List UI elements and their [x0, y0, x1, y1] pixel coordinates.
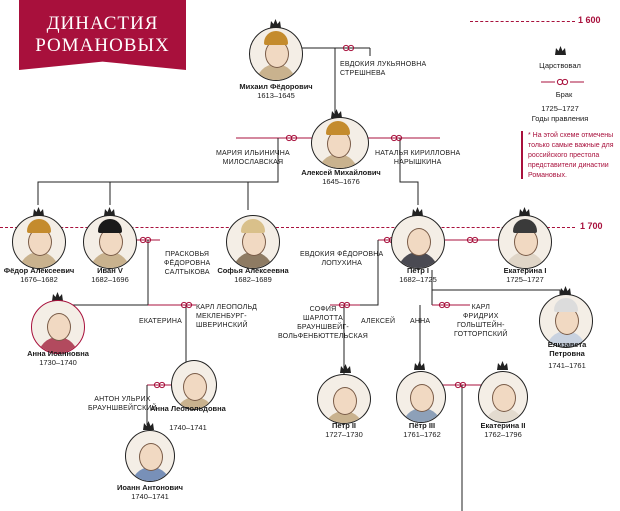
portrait-fyodor — [12, 215, 66, 269]
crown-icon — [496, 360, 509, 372]
crown-icon — [51, 291, 64, 303]
portrait-ivan5 — [83, 215, 137, 269]
spouse-karl-friedrich: Карл Фридрих Гольштейн- Готторпский — [454, 304, 508, 338]
name-ivan5: Иван V — [97, 266, 123, 275]
spouse-naryshkina: Наталья Кирилловна Нарышкина — [375, 150, 461, 166]
spouse-anton-ulrich: Антон Ульрих Брауншвейгский — [88, 396, 157, 412]
name-fyodor: Фёдор Алексеевич — [3, 266, 75, 275]
portrait-peter3 — [396, 371, 446, 423]
spouse-alexei: Алексей — [361, 318, 396, 325]
portrait-ekaterina2 — [478, 371, 528, 423]
years-fyodor: 1676–1682 — [20, 275, 58, 284]
years-ekaterina1: 1725–1727 — [506, 275, 544, 284]
years-ekaterina2: 1762–1796 — [484, 430, 522, 439]
portrait-ekaterina1 — [498, 215, 552, 269]
years-anna-leopoldovna: 1740–1741 — [169, 423, 207, 432]
crown-icon — [559, 285, 572, 297]
years-mikhail: 1613–1645 — [257, 91, 295, 100]
years-peter3: 1761–1762 — [403, 430, 441, 439]
legend-crown-icon — [554, 45, 567, 57]
spouse-miloslavskaya: Мария Ильинична Милославская — [216, 150, 290, 166]
name-ioann: Иоанн Антонович — [116, 483, 184, 492]
spouse-karl-leopold: Карл Леопольд Мекленбург- Шверинский — [196, 304, 258, 329]
portrait-mikhail — [249, 27, 303, 81]
name-peter3: Пётр III — [408, 421, 436, 430]
years-anna-ioannovna: 1730–1740 — [39, 358, 77, 367]
legend-years-example: 1725–1727 — [541, 104, 579, 113]
portrait-elizaveta — [539, 294, 593, 348]
crown-icon — [339, 363, 352, 375]
title-line-2: РОМАНОВЫХ — [35, 35, 170, 56]
legend-reign-label: Царствовал — [539, 61, 581, 70]
spouse-sofia-charlotte: София Шарлотта Брауншвейг- Вольфенбюттел… — [278, 306, 369, 340]
portrait-sofia — [226, 215, 280, 269]
crown-icon — [330, 108, 343, 120]
name-anna-leopoldovna: Анна Леопольдовна — [150, 404, 226, 413]
name-peter2: Пётр II — [331, 421, 357, 430]
portrait-alexei — [311, 117, 369, 169]
years-elizaveta: 1741–1761 — [548, 361, 586, 370]
years-alexei: 1645–1676 — [322, 177, 360, 186]
legend-marriage-label: Брак — [555, 90, 573, 99]
name-ekaterina2: Екатерина II — [480, 421, 526, 430]
century-line-1700 — [0, 227, 575, 228]
years-ioann: 1740–1741 — [131, 492, 169, 501]
portrait-anna-ioannovna — [31, 300, 85, 354]
portrait-peter1 — [391, 215, 445, 269]
years-ivan5: 1682–1696 — [91, 275, 129, 284]
legend-years-label: Годы правления — [531, 114, 589, 123]
name-elizaveta: Елизавета Петровна — [547, 340, 587, 358]
crown-icon — [413, 360, 426, 372]
portrait-ioann — [125, 430, 175, 482]
name-ekaterina1: Екатерина I — [503, 266, 547, 275]
title-banner: ДИНАСТИЯ РОМАНОВЫХ — [19, 0, 186, 70]
years-peter2: 1727–1730 — [325, 430, 363, 439]
years-sofia: 1682–1689 — [234, 275, 272, 284]
name-anna-ioannovna: Анна Иоанновна — [27, 349, 89, 358]
years-peter1: 1682–1725 — [399, 275, 437, 284]
crown-icon — [32, 206, 45, 218]
spouse-anna: Анна — [410, 318, 431, 325]
spouse-lopukhina: Евдокия Фёдоровна Лопухина — [300, 251, 384, 267]
title-line-1: ДИНАСТИЯ — [46, 13, 159, 34]
name-sofia: Софья Алексеевна — [217, 266, 289, 275]
portrait-anna-leopoldovna — [171, 360, 217, 410]
spouse-ekaterina: Екатерина — [139, 318, 183, 325]
crown-icon — [103, 206, 116, 218]
name-alexei: Алексей Михайлович — [301, 168, 381, 177]
century-1700: 1 700 — [580, 221, 603, 231]
spouse-saltykova: Прасковья Фёдоровна Салтыкова — [164, 251, 211, 276]
spouse-streshneva: Евдокия Лукьяновна Стрешнева — [340, 61, 427, 77]
crown-icon — [269, 18, 282, 30]
legend-note: * На этой схеме отмечены только самые ва… — [528, 132, 614, 179]
crown-icon — [142, 420, 155, 432]
century-line-1600 — [470, 21, 575, 22]
name-peter1: Пётр I — [407, 266, 429, 275]
portrait-peter2 — [317, 374, 371, 424]
century-1600: 1 600 — [578, 15, 601, 25]
crown-icon — [518, 206, 531, 218]
crown-icon — [411, 206, 424, 218]
note-bar — [521, 131, 523, 179]
name-mikhail: Михаил Фёдорович — [239, 82, 313, 91]
